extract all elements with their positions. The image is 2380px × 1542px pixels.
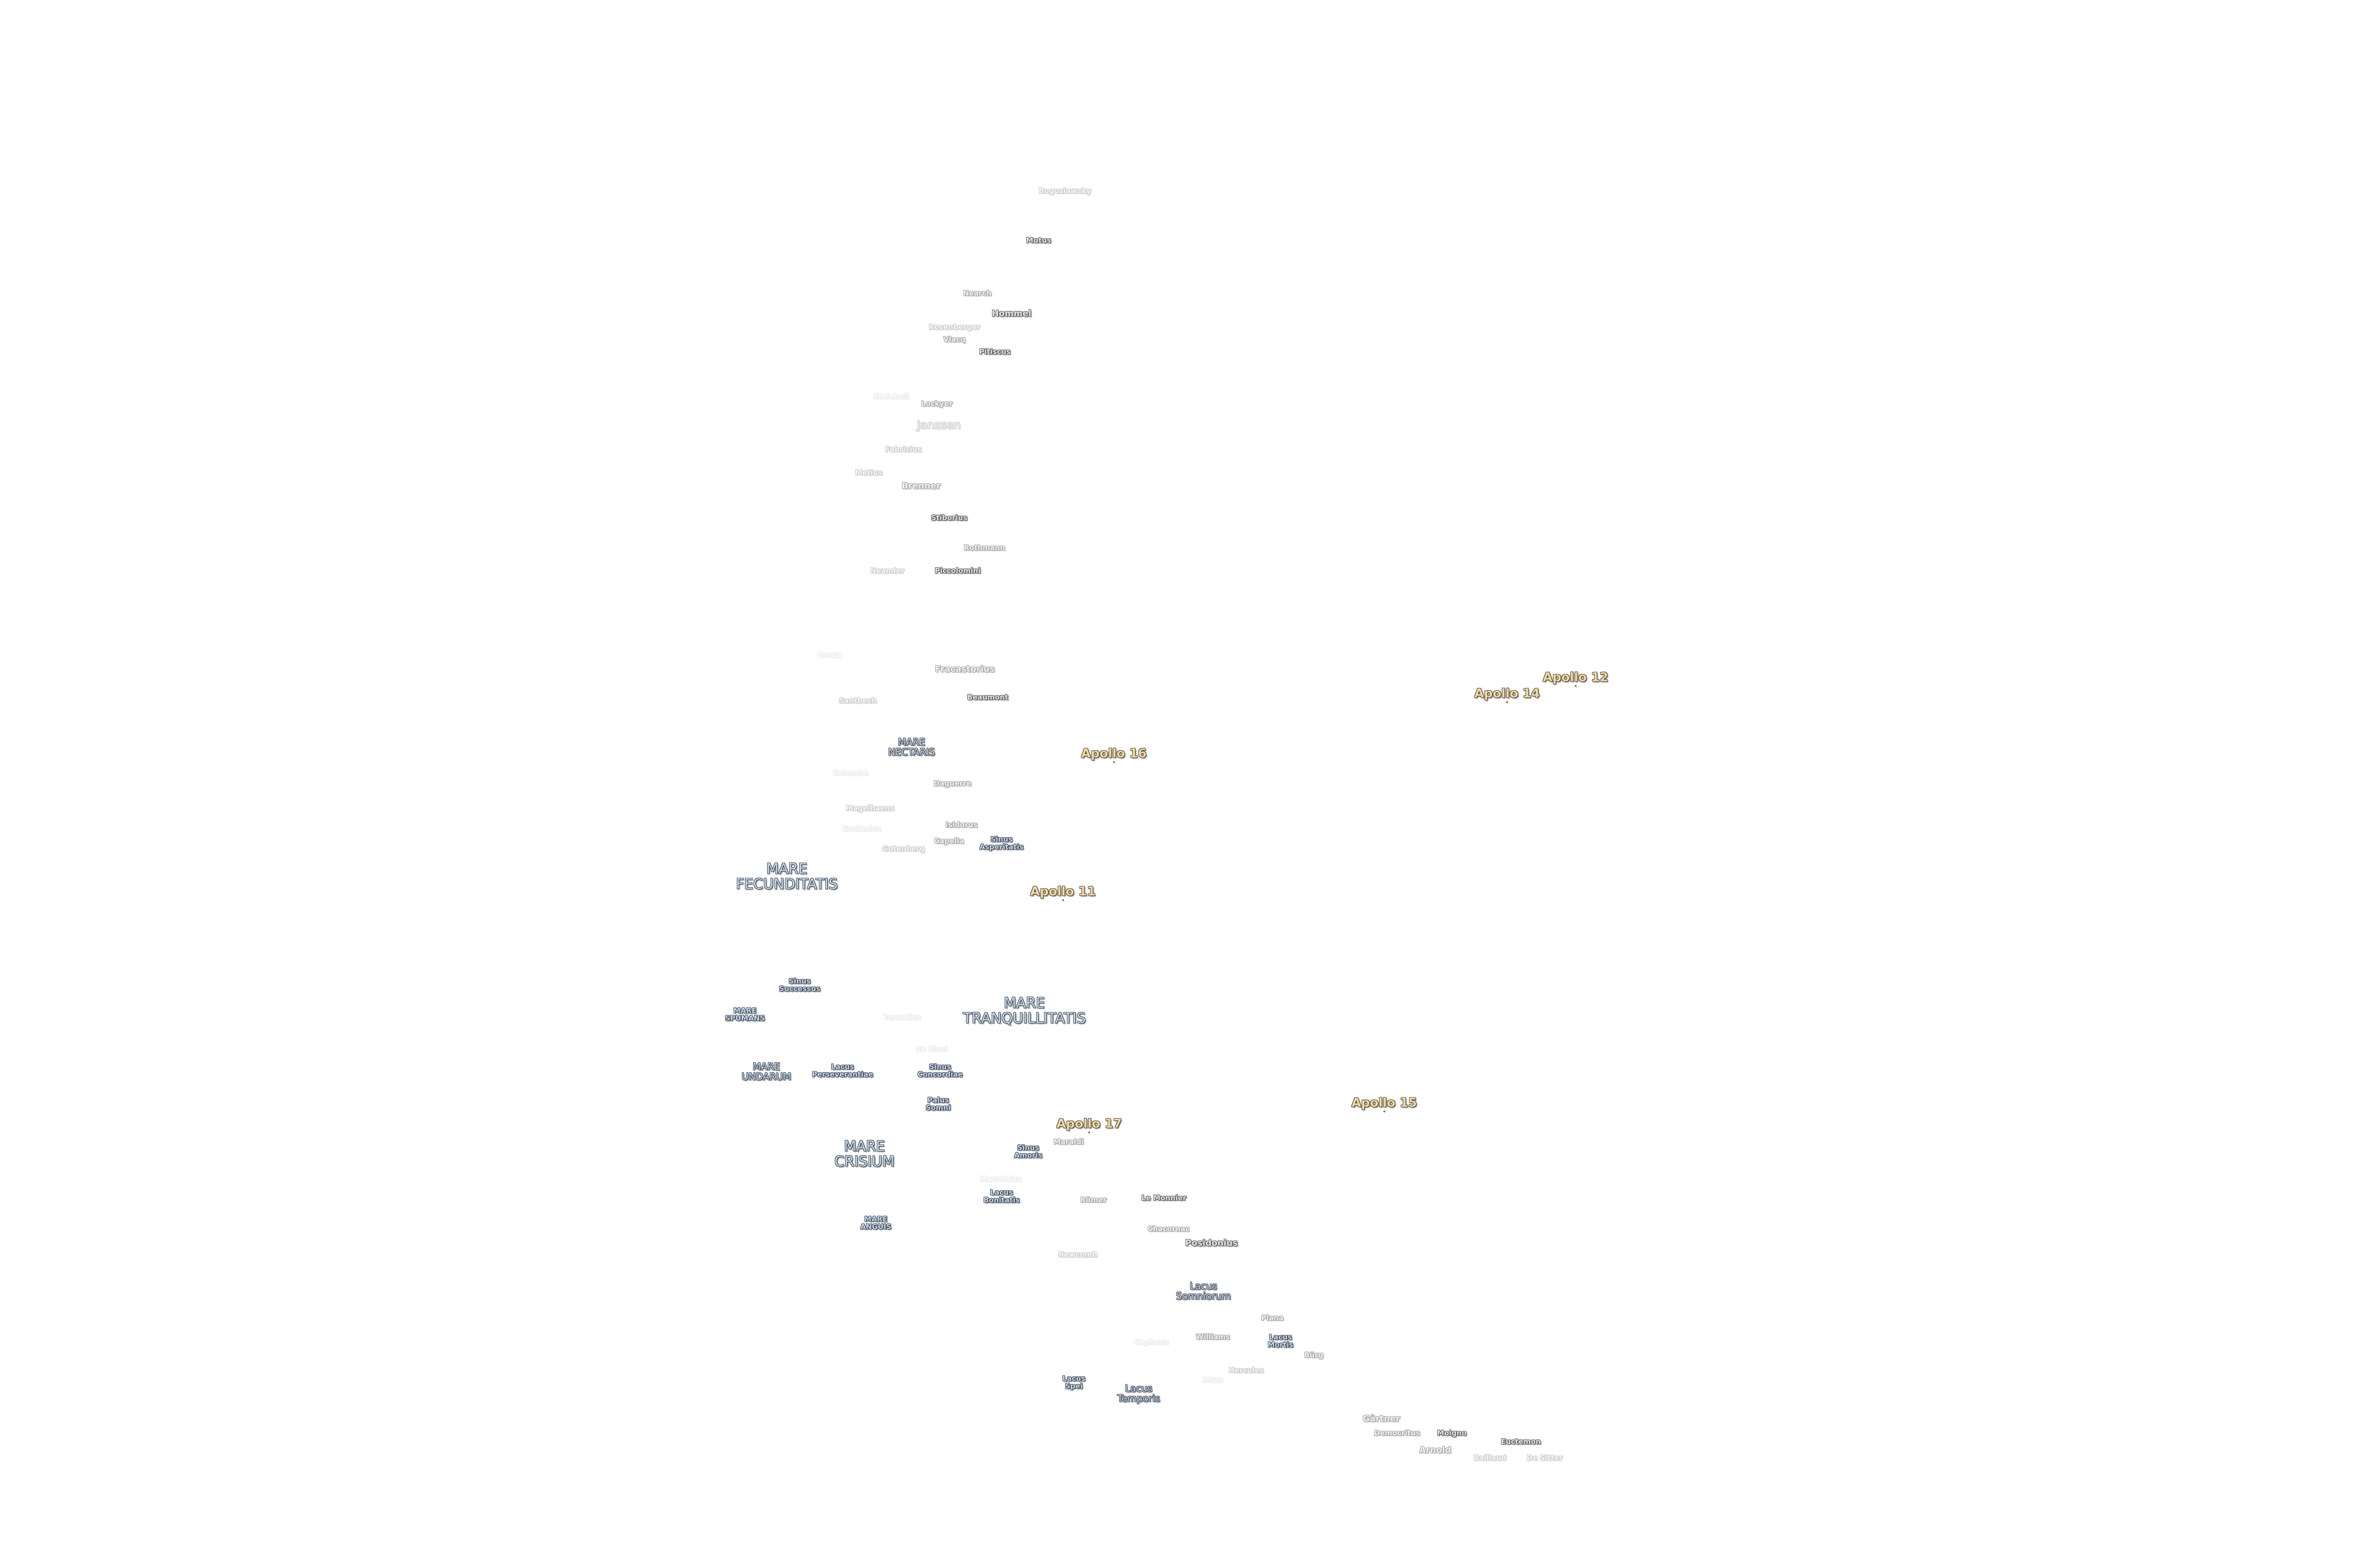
crater-rothmann-label[interactable]: Rothmann (963, 544, 1005, 553)
mare-crisium-label[interactable]: MARE CRISIUM (834, 1138, 895, 1170)
crater-chacornac-label[interactable]: Chacornac (1147, 1225, 1190, 1234)
crater-hercules-label[interactable]: Hercules (1229, 1366, 1264, 1375)
crater-atlas-label[interactable]: Atlas (1202, 1375, 1223, 1384)
crater-rosenberger-label[interactable]: Rosenberger (928, 323, 981, 332)
mare-tranquillitatis-label[interactable]: MARE TRANQUILLITATIS (962, 995, 1086, 1027)
crater-piccolomini-label[interactable]: Piccolomini (934, 566, 981, 575)
lacus-spei-label[interactable]: Lacus Spei (1062, 1374, 1086, 1390)
crater-goclenius-label[interactable]: Goclenius (842, 824, 882, 833)
crater-hommel-label[interactable]: Hommel (992, 308, 1031, 319)
crater-fabricius-label[interactable]: Fabricius (885, 445, 922, 454)
mare-anguis-label[interactable]: MARE ANGUIS (860, 1215, 892, 1231)
crater-steinheil-label[interactable]: Steinheil (873, 392, 909, 401)
crater-arnold-label[interactable]: Arnold (1419, 1445, 1451, 1455)
crater-williams-label[interactable]: Williams (1196, 1333, 1230, 1342)
mare-spumans-label[interactable]: MARE SPUMANS (725, 1006, 765, 1022)
crater-democritus-label[interactable]: Democritus (1374, 1429, 1420, 1438)
crater-buerg-label[interactable]: Bürg (1304, 1351, 1324, 1360)
crater-borda-label[interactable]: Borda (818, 651, 842, 660)
lacus-somniorum-label[interactable]: Lacus Somniorum (1176, 1280, 1231, 1302)
crater-capella-label[interactable]: Capella (934, 837, 964, 846)
crater-colombo-label[interactable]: Colombo (833, 769, 868, 778)
crater-baillaud-label[interactable]: Baillaud (1473, 1453, 1507, 1463)
crater-posidonius-label[interactable]: Posidonius (1185, 1238, 1238, 1248)
crater-beaumont-label[interactable]: Beaumont (967, 693, 1009, 702)
lacus-perseverantiae-label[interactable]: Lacus Perseverantiae (812, 1062, 873, 1078)
crater-plana-label[interactable]: Plana (1261, 1314, 1284, 1323)
sinus-asperitatis-label[interactable]: Sinus Asperitatis (979, 835, 1024, 851)
crater-pitiscus-label[interactable]: Pitiscus (979, 347, 1011, 356)
crater-mutus-label[interactable]: Mutus (1026, 236, 1051, 245)
crater-lockyer-label[interactable]: Lockyer (921, 399, 953, 408)
apollo-17-label[interactable]: Apollo 17 (1056, 1117, 1122, 1134)
crater-macrobius-label[interactable]: Macrobius (980, 1175, 1021, 1184)
mare-undarum-label[interactable]: MARE UNDARUM (741, 1061, 792, 1082)
crater-fracastorius-label[interactable]: Fracastorius (935, 664, 995, 674)
crater-gutenberg-label[interactable]: Gutenberg (882, 844, 925, 853)
sinus-concordiae-label[interactable]: Sinus Concordiae (917, 1062, 963, 1078)
lacus-temporis-label[interactable]: Lacus Temporis (1117, 1383, 1160, 1404)
crater-stiborius-label[interactable]: Stiborius (931, 514, 968, 523)
apollo-15-label[interactable]: Apollo 15 (1351, 1096, 1417, 1113)
crater-brenner-label[interactable]: Brenner (902, 481, 941, 491)
apollo-16-label[interactable]: Apollo 16 (1081, 746, 1147, 764)
crater-euctemon-label[interactable]: Euctemon (1501, 1437, 1541, 1446)
crater-cepheus-label[interactable]: Cepheus (1134, 1338, 1169, 1347)
apollo-11-label[interactable]: Apollo 11 (1030, 884, 1096, 902)
lacus-bonitatis-label[interactable]: Lacus Bonitatis (983, 1188, 1020, 1204)
sinus-amoris-label[interactable]: Sinus Amoris (1014, 1143, 1042, 1159)
crater-neander-label[interactable]: Neander (870, 566, 904, 575)
crater-le-monnier-label[interactable]: Le Monnier (1141, 1194, 1187, 1203)
crater-maraldi-label[interactable]: Maraldi (1053, 1137, 1084, 1147)
crater-isidorus-label[interactable]: Isidorus (945, 820, 978, 830)
crater-newcomb-label[interactable]: Newcomb (1058, 1250, 1098, 1259)
apollo-14-label[interactable]: Apollo 14 (1474, 686, 1540, 704)
palus-somni-label[interactable]: Palus Somni (925, 1096, 951, 1112)
mare-nectaris-label[interactable]: MARE NECTARIS (888, 736, 935, 758)
crater-vlacq-label[interactable]: Vlacq (943, 335, 966, 344)
crater-metius-label[interactable]: Metius (855, 468, 883, 477)
crater-da-vinci-label[interactable]: da Vinci (915, 1045, 948, 1054)
crater-santbech-label[interactable]: Santbech (839, 696, 877, 705)
crater-magelhaens-label[interactable]: Magelhaens (846, 804, 894, 813)
mare-fecunditatis-label[interactable]: MARE FECUNDITATIS (736, 860, 838, 892)
apollo-12-label[interactable]: Apollo 12 (1543, 670, 1608, 688)
crater-nearch-label[interactable]: Nearch (963, 289, 992, 298)
lacus-mortis-label[interactable]: Lacus Mortis (1268, 1333, 1293, 1349)
crater-taruntius-label[interactable]: Taruntius (883, 1013, 921, 1022)
crater-moigno-label[interactable]: Moigno (1437, 1429, 1467, 1438)
crater-roemer-label[interactable]: Römer (1080, 1196, 1107, 1205)
crater-gaertner-label[interactable]: Gärtner (1362, 1414, 1400, 1424)
crater-de-sitter-label[interactable]: De Sitter (1527, 1453, 1563, 1463)
crater-boguslawsky-label[interactable]: Boguslawsky (1039, 187, 1091, 196)
sinus-successus-label[interactable]: Sinus Successus (779, 977, 821, 993)
crater-janssen-label[interactable]: Janssen (917, 418, 961, 432)
crater-daguerre-label[interactable]: Daguerre (933, 779, 972, 788)
